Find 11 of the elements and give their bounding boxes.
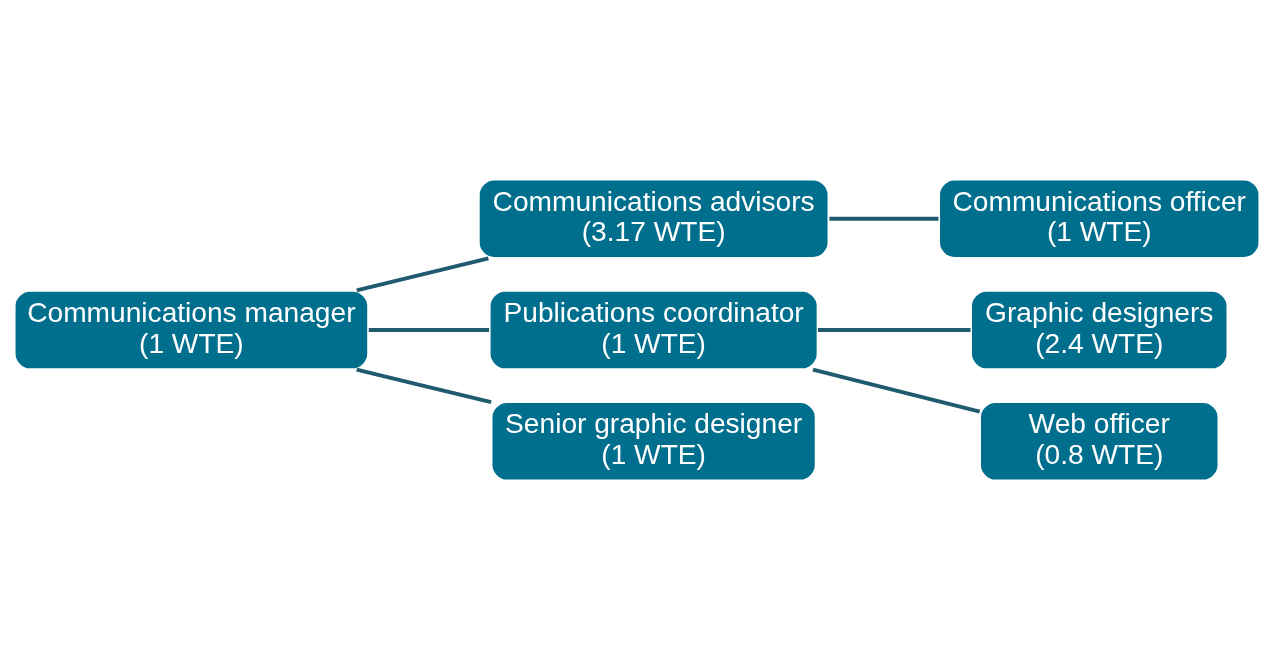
connector [812, 367, 981, 413]
connector [356, 367, 492, 404]
node-box: Publications coordinator (1 WTE) [488, 288, 820, 371]
node-box: Communications officer (1 WTE) [937, 177, 1261, 260]
connector [818, 327, 971, 332]
node-box: Graphic designers (2.4 WTE) [969, 288, 1230, 371]
node-box: Communications manager (1 WTE) [13, 288, 370, 371]
node-box: Communications advisors (3.17 WTE) [477, 177, 831, 260]
connector [368, 327, 489, 332]
connector [356, 256, 489, 292]
connector [829, 216, 939, 221]
